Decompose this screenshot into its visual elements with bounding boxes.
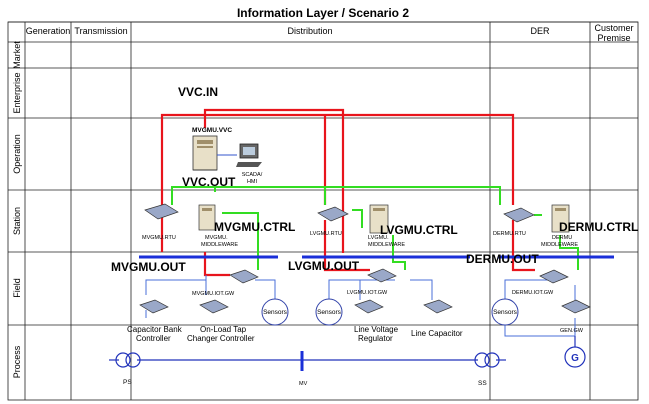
dermu-gateway-icon: [539, 269, 569, 284]
green-links: [171, 186, 579, 270]
lvgmu-ctrl-label: LVGMU.CTRL: [380, 223, 458, 237]
vvc-out-label: VVC.OUT: [182, 175, 236, 189]
vvc-in-label: VVC.IN: [178, 85, 218, 99]
mvgmu-middleware-label-1: MVGMU.: [205, 235, 228, 241]
scada-hmi-icon: [236, 143, 262, 167]
vvc-node-label: MVGMU.VVC: [192, 127, 232, 134]
gen-gateway-label: GEN.GW: [560, 328, 584, 334]
row-station: Station: [12, 207, 22, 235]
lv-regulator-label-2: Regulator: [358, 334, 393, 343]
sensors-label-mv: Sensors: [263, 309, 288, 316]
dermu-middleware-label-1: DERMU: [552, 235, 572, 241]
mvgmu-ctrl-label: MVGMU.CTRL: [214, 220, 295, 234]
lvgmu-gateway-label: LVGMU.IOT.GW: [347, 290, 388, 296]
gen-gateway-icon: [561, 299, 591, 314]
dermu-out-label: DERMU.OUT: [466, 252, 539, 266]
field-wires: [145, 275, 576, 347]
oltc-controller-icon: [199, 299, 229, 314]
line-capacitor-label: Line Capacitor: [411, 329, 463, 338]
oltc-label-2: Changer Controller: [187, 334, 255, 343]
sensors-icon-lv: [315, 298, 343, 326]
ss-transformer-icon: [474, 352, 500, 368]
dermu-middleware-icon: [551, 204, 570, 233]
lvgmu-middleware-icon: [369, 204, 389, 234]
ps-transformer-icon: [115, 352, 141, 368]
row-operation: Operation: [12, 134, 22, 174]
mvgmu-rtu-label: MVGMU.RTU: [142, 235, 176, 241]
grid: [7, 21, 639, 401]
mvgmu-out-label: MVGMU.OUT: [111, 260, 186, 274]
capacitor-bank-controller-icon: [139, 299, 169, 314]
diagram-title: Information Layer / Scenario 2: [237, 6, 409, 20]
dermu-middleware-label-2: MIDDLEWARE: [541, 242, 578, 248]
ps-label: PS: [123, 379, 132, 386]
dermu-ctrl-label: DERMU.CTRL: [559, 220, 638, 234]
capacitor-bank-label-2: Controller: [136, 334, 171, 343]
dermu-rtu-icon: [503, 207, 535, 223]
column-customer-line1: Customer: [594, 23, 633, 33]
sensors-icon-der: [491, 298, 519, 326]
lv-regulator-label-1: Line Voltage: [354, 325, 399, 334]
ss-label: SS: [478, 380, 487, 387]
vvc-server-icon: [192, 135, 218, 171]
generator-icon: [564, 346, 586, 368]
line-voltage-regulator-icon: [354, 299, 384, 314]
scada-label-2: HMI: [247, 179, 258, 185]
generator-symbol: G: [571, 353, 579, 364]
column-generation: Generation: [26, 26, 71, 36]
scada-label-1: SCADA/: [242, 172, 263, 178]
mvgmu-rtu-icon: [144, 203, 179, 220]
column-transmission: Transmission: [74, 26, 127, 36]
sensors-label-lv: Sensors: [317, 309, 342, 316]
sensors-icon-mv: [261, 298, 289, 326]
process-line: [109, 336, 576, 361]
sensors-label-der: Sensors: [493, 309, 518, 316]
lvgmu-middleware-label-2: MIDDLEWARE: [368, 242, 405, 248]
oltc-label-1: On-Load Tap: [200, 325, 247, 334]
lvgmu-middleware-label-1: LVGMU.: [368, 235, 389, 241]
row-field: Field: [12, 278, 22, 298]
line-capacitor-icon: [423, 299, 453, 314]
row-market: Market: [12, 41, 22, 69]
mvgmu-gateway-label: MVGMU.IOT.GW: [192, 291, 235, 297]
row-process: Process: [12, 345, 22, 378]
row-enterprise: Enterprise: [12, 72, 22, 113]
mvgmu-middleware-label-2: MIDDLEWARE: [201, 242, 238, 248]
dermu-rtu-label: DERMU.RTU: [493, 231, 526, 237]
dermu-gateway-label: DERMU.IOT.GW: [512, 290, 554, 296]
column-customer-line2: Premise: [597, 33, 630, 43]
lvgmu-gateway-icon: [367, 268, 397, 283]
lvgmu-rtu-icon: [317, 206, 349, 222]
red-links: [160, 108, 535, 277]
lvgmu-out-label: LVGMU.OUT: [288, 259, 360, 273]
capacitor-bank-label-1: Capacitor Bank: [127, 325, 183, 334]
lvgmu-rtu-label: LVGMU.RTU: [310, 231, 342, 237]
mvgmu-gateway-icon: [229, 269, 259, 284]
mvgmu-middleware-icon: [198, 204, 216, 231]
column-distribution: Distribution: [287, 26, 332, 36]
column-der: DER: [530, 26, 550, 36]
mv-label: MV: [299, 381, 308, 387]
